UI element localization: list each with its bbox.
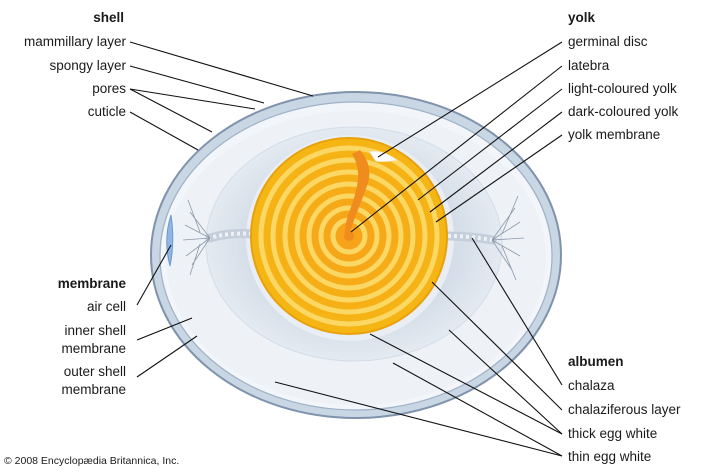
chalaza-left (182, 199, 257, 276)
label-light-coloured-yolk: light-coloured yolk (568, 81, 677, 96)
leader-mammillary-layer (129, 41, 314, 97)
label-pores: pores (92, 81, 126, 96)
leader-chalaziferous-layer (431, 281, 563, 411)
leader-inner-shell-membrane (136, 317, 193, 341)
leader-latebra (350, 65, 563, 233)
label-mammillary-layer: mammillary layer (23, 34, 126, 49)
latebra (344, 150, 370, 240)
leader-pores-2 (129, 88, 213, 133)
label-cuticle: cuticle (87, 104, 126, 119)
label-outer-shell-line1: outer shell (63, 364, 126, 379)
label-spongy-layer: spongy layer (49, 58, 126, 73)
section-albumen: albumen (568, 354, 624, 369)
leader-pores-1 (129, 88, 256, 110)
label-thin-egg-white: thin egg white (568, 449, 652, 464)
leader-light-coloured-yolk (417, 88, 563, 201)
leader-yolk-membrane (435, 134, 563, 223)
latebra-center (344, 231, 354, 241)
label-inner-shell-line1: inner shell (64, 323, 126, 338)
leader-chalaza (471, 237, 563, 386)
air-cell (166, 214, 174, 267)
leader-thick-egg-white-2 (369, 333, 563, 435)
leader-cuticle (129, 111, 199, 151)
label-inner-shell-line2: membrane (61, 341, 126, 356)
label-yolk-membrane: yolk membrane (568, 127, 661, 142)
leader-thin-egg-white-1 (392, 362, 563, 457)
section-yolk: yolk (568, 10, 596, 25)
label-dark-coloured-yolk: dark-coloured yolk (568, 104, 679, 119)
leader-germinal-disc (377, 41, 563, 158)
leader-spongy-layer (129, 65, 265, 104)
label-air-cell: air cell (86, 299, 126, 314)
section-shell: shell (93, 10, 124, 25)
leader-thin-egg-white-2 (274, 381, 563, 457)
label-thick-egg-white: thick egg white (568, 426, 658, 441)
leader-outer-shell-membrane (136, 335, 198, 378)
label-outer-shell-line2: membrane (61, 382, 126, 397)
label-latebra: latebra (568, 58, 610, 73)
germinal-disc (369, 151, 398, 162)
section-membrane: membrane (57, 276, 126, 291)
leader-dark-coloured-yolk (429, 111, 563, 213)
copyright-notice: © 2008 Encyclopædia Britannica, Inc. (4, 455, 180, 467)
label-chalaziferous-layer: chalaziferous layer (568, 402, 681, 417)
leader-air-cell (136, 244, 172, 306)
chalaza-right (443, 195, 525, 281)
label-chalaza: chalaza (568, 378, 615, 393)
yolk-layers (258, 145, 440, 327)
leader-thick-egg-white-1 (448, 329, 563, 435)
label-germinal-disc: germinal disc (568, 34, 648, 49)
